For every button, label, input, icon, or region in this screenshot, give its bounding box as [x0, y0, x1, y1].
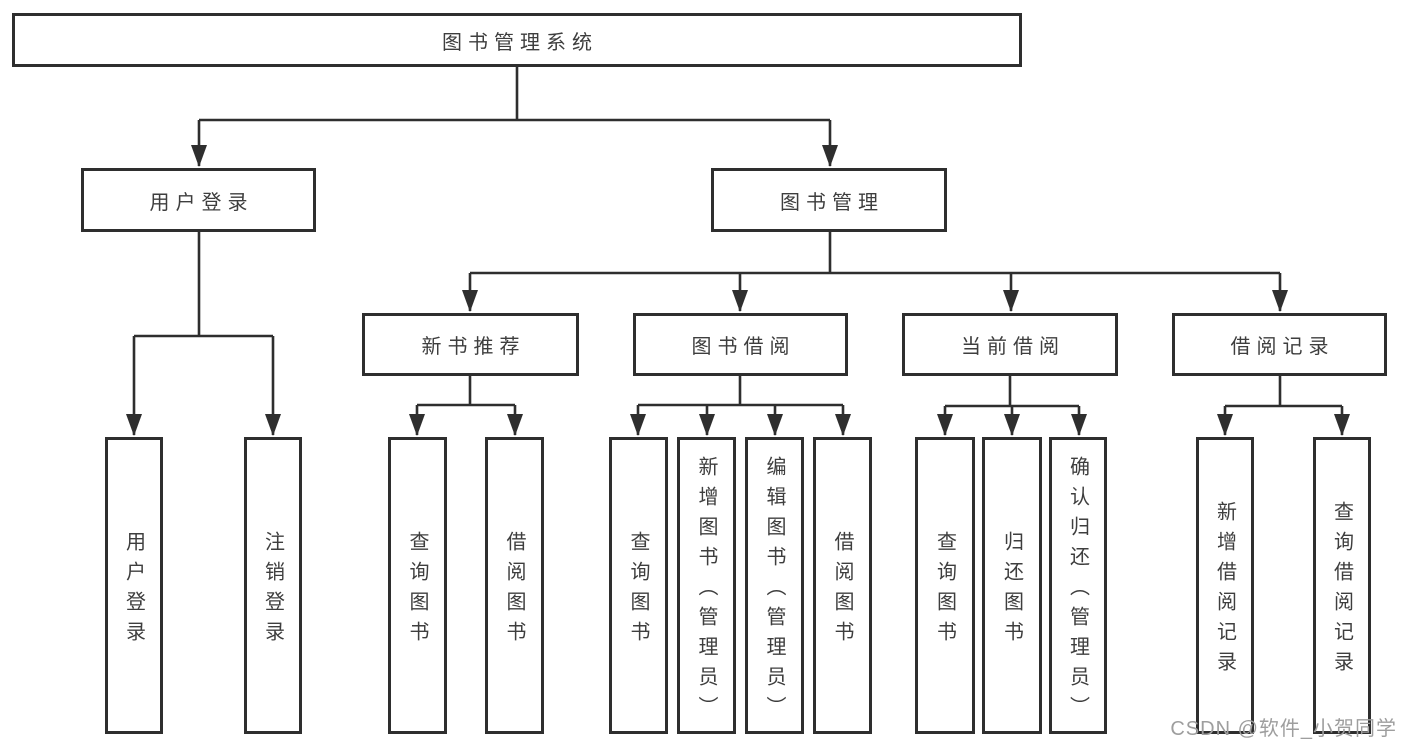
- leaf-query-books-recommend: 查询图书: [388, 437, 447, 734]
- leaf-borrow-books: 借阅图书: [813, 437, 872, 734]
- leaf-add-book-admin: 新增图书（管理员）: [677, 437, 736, 734]
- leaf-add-borrow-record: 新增借阅记录: [1196, 437, 1254, 734]
- leaf-edit-book-admin: 编辑图书（管理员）: [745, 437, 804, 734]
- node-book-management: 图书管理: [711, 168, 947, 232]
- node-book-borrow: 图书借阅: [633, 313, 848, 376]
- leaf-query-borrow-record: 查询借阅记录: [1313, 437, 1371, 734]
- leaf-query-books-borrow: 查询图书: [609, 437, 668, 734]
- leaf-user-login: 用户登录: [105, 437, 163, 734]
- leaf-return-book: 归还图书: [982, 437, 1042, 734]
- node-library-system: 图书管理系统: [12, 13, 1022, 67]
- csdn-watermark: CSDN @软件_小贺同学: [1170, 718, 1397, 740]
- node-user-login: 用户登录: [81, 168, 316, 232]
- node-new-book-recommend: 新书推荐: [362, 313, 579, 376]
- leaf-borrow-books-recommend: 借阅图书: [485, 437, 544, 734]
- leaf-confirm-return-admin: 确认归还（管理员）: [1049, 437, 1107, 734]
- leaf-query-books-current: 查询图书: [915, 437, 975, 734]
- node-borrow-records: 借阅记录: [1172, 313, 1387, 376]
- leaf-logout: 注销登录: [244, 437, 302, 734]
- node-current-borrow: 当前借阅: [902, 313, 1118, 376]
